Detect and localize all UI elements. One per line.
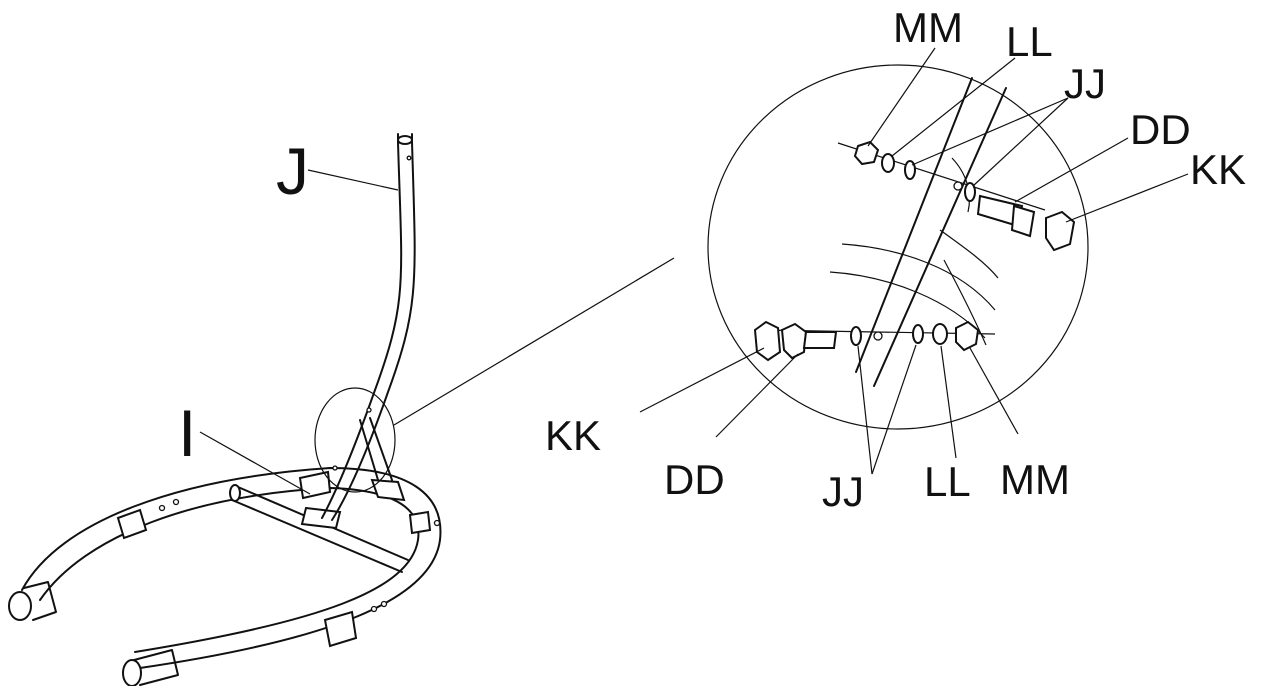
lock-washer-ll-top: [881, 153, 895, 173]
label-dd-bottom: DD: [664, 456, 725, 503]
label-jj-top: JJ: [1064, 60, 1106, 107]
nut-mm-top: [853, 140, 880, 166]
label-dd-top: DD: [1130, 106, 1191, 153]
label-j: J: [276, 134, 309, 208]
bolt-dd-bottom: [780, 322, 808, 360]
washer-jj-bottom-2: [912, 324, 924, 344]
detail-callout-small: [314, 387, 396, 493]
label-mm-bottom: MM: [1000, 456, 1070, 503]
label-ll-top: LL: [1006, 18, 1053, 65]
leader-lines: [199, 47, 1189, 495]
lock-washer-ll-bottom: [932, 323, 948, 345]
label-kk-bottom: KK: [545, 412, 601, 459]
label-kk-top: KK: [1190, 146, 1246, 193]
washer-jj-top-1: [904, 160, 916, 180]
callout-leader: [393, 257, 675, 426]
base-frame: [8, 467, 442, 686]
washer-jj-bottom-1: [850, 326, 862, 346]
knob-kk-bottom: [753, 320, 782, 362]
label-jj-bottom: JJ: [822, 468, 864, 515]
cross-bar-part-i: [229, 470, 409, 573]
label-ll-bottom: LL: [924, 458, 971, 505]
upright-pole-part-j: [321, 133, 416, 521]
nut-mm-bottom: [955, 320, 980, 352]
label-mm-top: MM: [893, 4, 963, 51]
knob-kk-top: [1045, 210, 1076, 252]
detail-view: [707, 64, 1089, 430]
washer-jj-top-2: [964, 182, 976, 202]
label-i: I: [178, 396, 196, 470]
